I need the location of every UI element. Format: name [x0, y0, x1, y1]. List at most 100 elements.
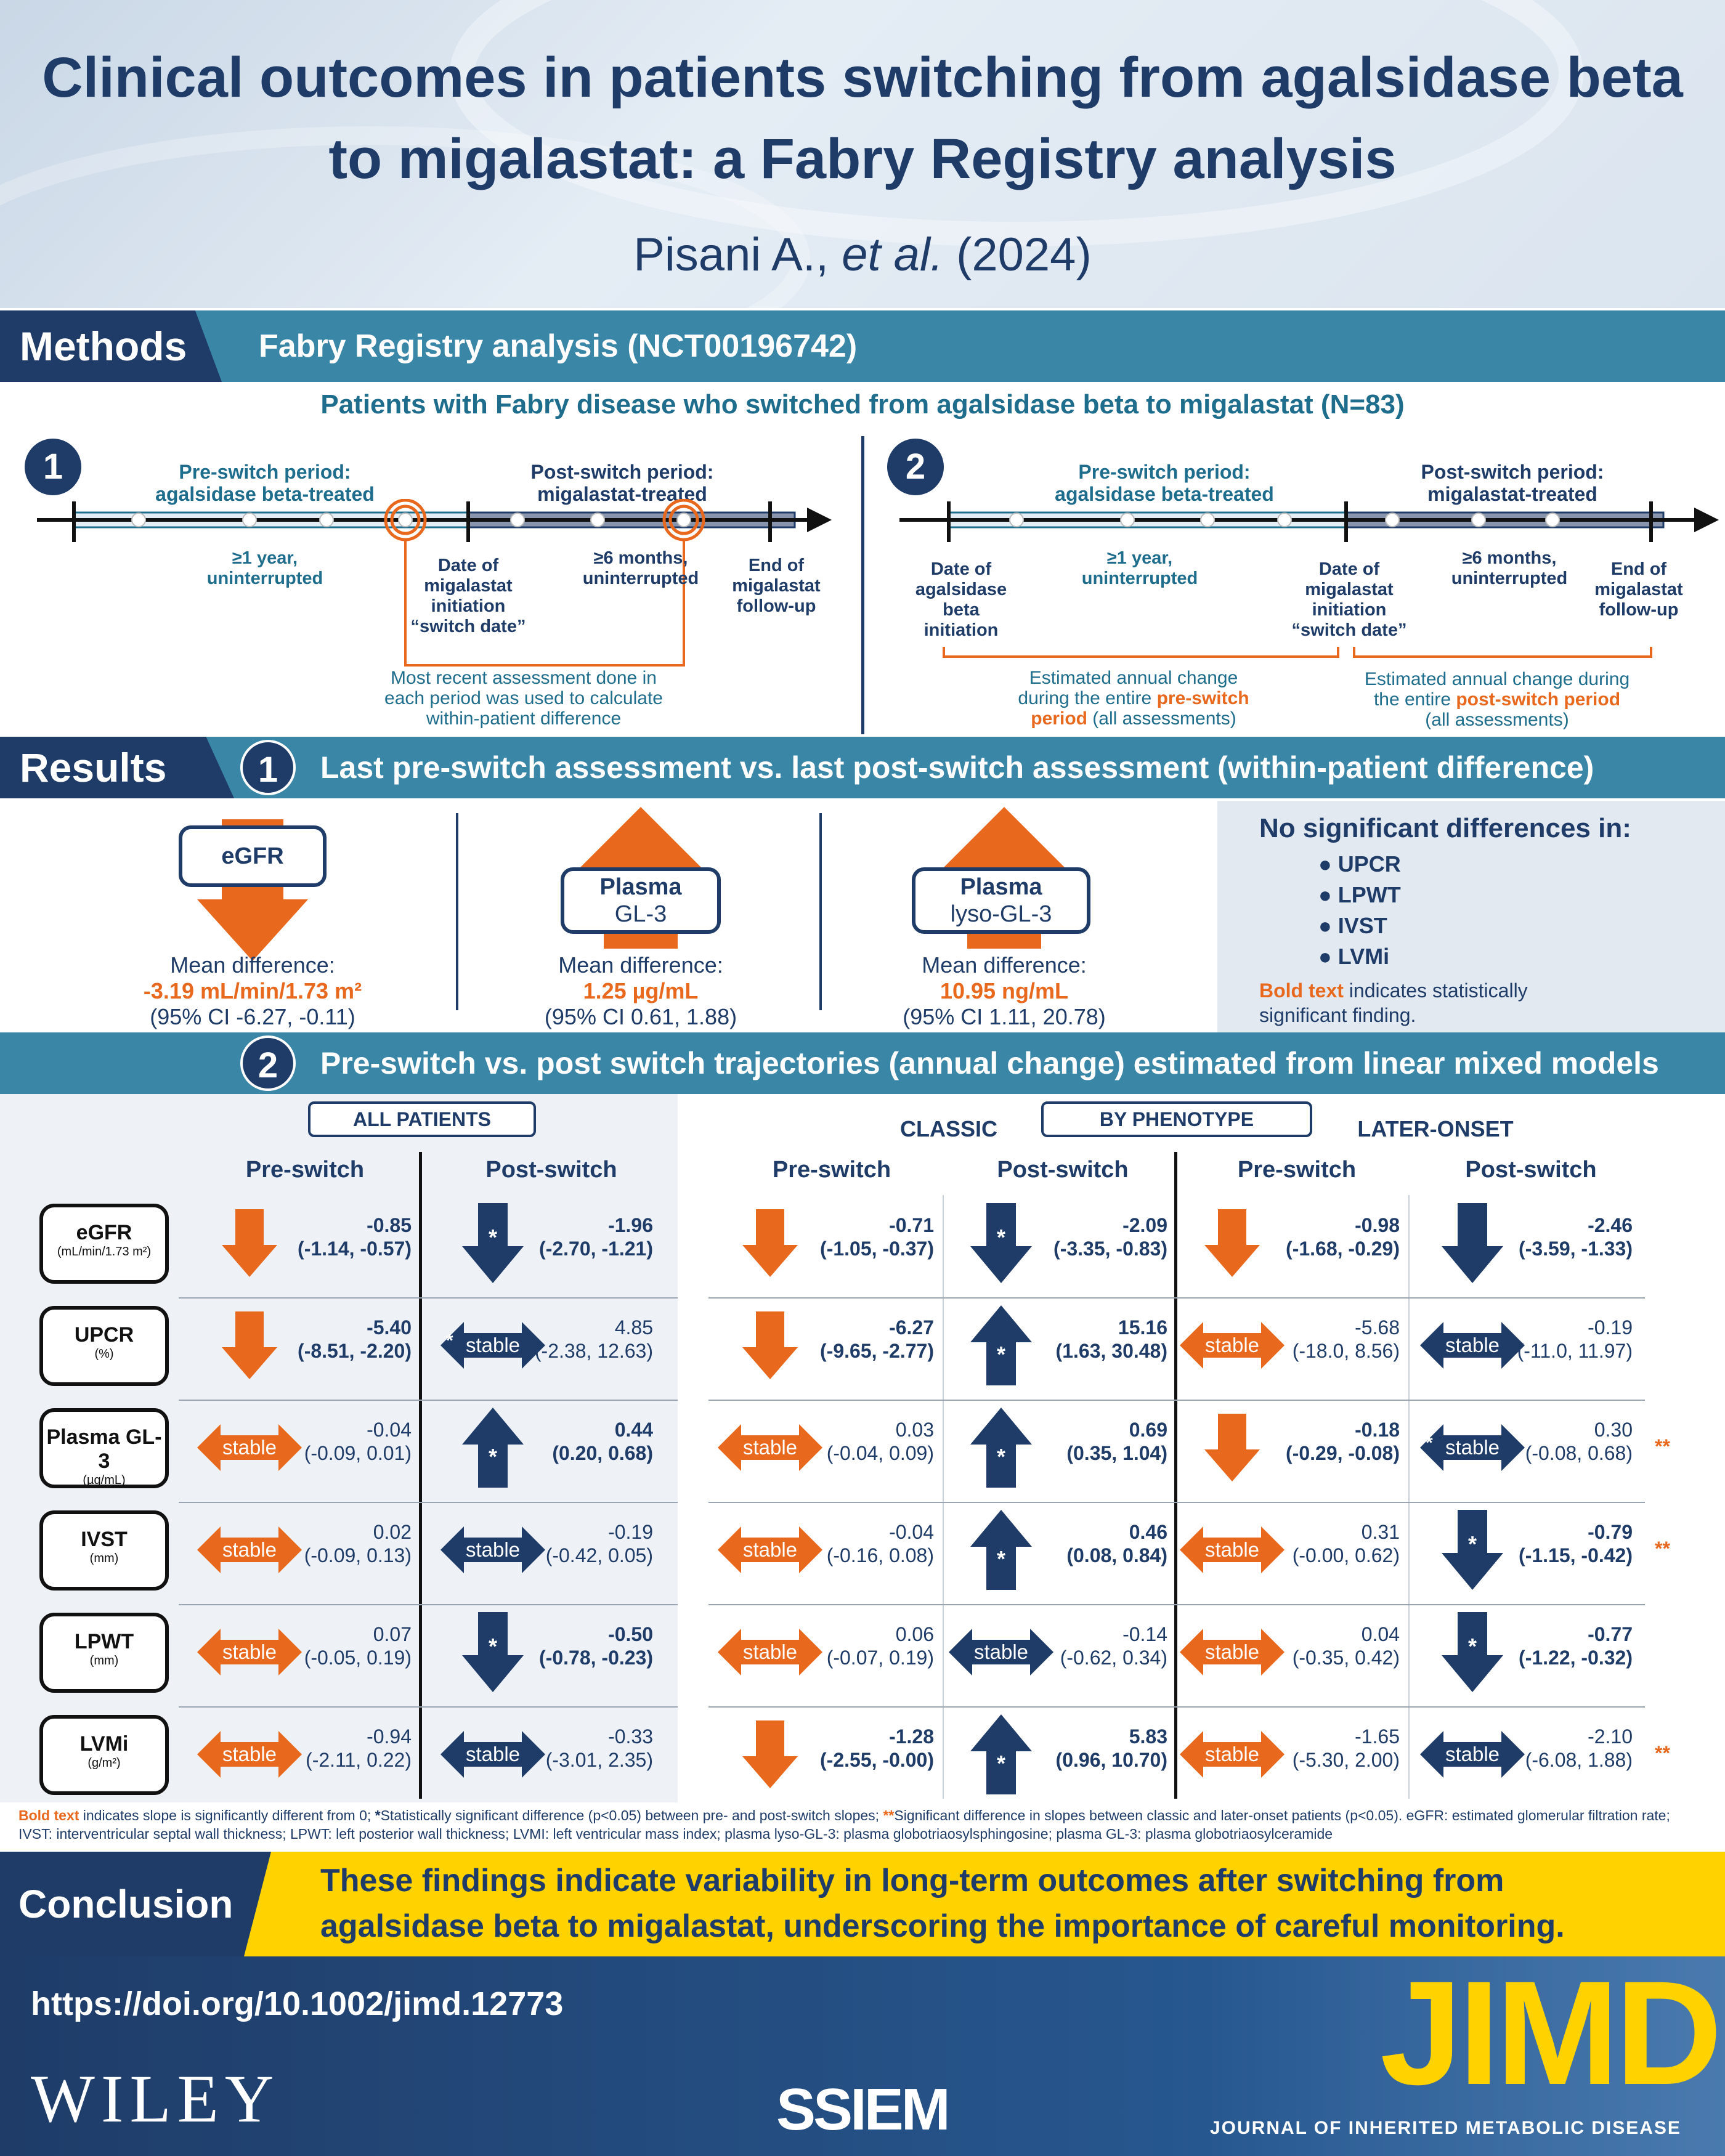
all-pre-post-divider: [419, 1152, 422, 1799]
d1-pre-label: Pre-switch period:agalsidase beta-treate…: [123, 461, 407, 505]
slope-value: -0.98(-1.68, -0.29): [1252, 1214, 1400, 1260]
d2-note1-l2b: pre-switch: [1156, 688, 1249, 708]
d2-ge1-l2: uninterrupted: [1081, 569, 1198, 588]
arrow-shape: [222, 1209, 277, 1277]
gl3-result: Mean difference: 1.25 µg/mL (95% CI 0.61…: [474, 952, 807, 1030]
down-arrow-icon: [1204, 1209, 1260, 1277]
later-onset-label: LATER-ONSET: [1357, 1116, 1514, 1141]
stable-label: stable: [742, 1436, 798, 1459]
slope-ci: (-0.35, 0.42): [1292, 1647, 1400, 1669]
arrow-shape: [1420, 1424, 1525, 1471]
up-arrow-icon: [970, 1408, 1032, 1488]
authors-year: (2024): [943, 229, 1092, 281]
col-head-later-post: Post-switch: [1465, 1157, 1597, 1183]
slope-estimate: 0.30: [1594, 1419, 1633, 1441]
slope-ci: (-1.22, -0.32): [1519, 1647, 1633, 1669]
authors: Pisani A., et al. (2024): [0, 228, 1725, 282]
col-head-later-pre: Pre-switch: [1237, 1157, 1357, 1183]
header-background-graphic: [0, 0, 1583, 308]
slope-ci: (0.96, 10.70): [1055, 1749, 1167, 1771]
slope-estimate: -0.19: [608, 1521, 653, 1543]
slope-estimate: 4.85: [614, 1316, 653, 1339]
stable-arrow-icon: [1180, 1526, 1285, 1573]
stable-arrow-icon: [440, 1526, 545, 1573]
d2-ge1: ≥1 year,uninterrupted: [1041, 548, 1238, 589]
row-separator: [708, 1706, 1645, 1708]
slope-ci: (-8.51, -2.20): [298, 1340, 412, 1362]
conclusion-bar: [0, 1852, 1725, 1956]
row-separator: [708, 1400, 1645, 1401]
slope-estimate: 0.02: [373, 1521, 412, 1543]
egfr-result: Mean difference: -3.19 mL/min/1.73 m² (9…: [86, 952, 419, 1030]
arrow-shape: [197, 1424, 302, 1471]
col-head-all-post: Post-switch: [485, 1157, 617, 1183]
slope-estimate: -2.46: [1588, 1214, 1633, 1236]
slope-estimate: -0.98: [1355, 1214, 1400, 1236]
slope-value: 0.06(-0.07, 0.19): [786, 1623, 934, 1669]
arrow-shape: [949, 1629, 1053, 1676]
slope-value: -0.19(-0.42, 0.05): [505, 1520, 653, 1567]
row-label: LVMi(g/m²): [39, 1715, 169, 1795]
d1-post-label: Post-switch period:migalastat-treated: [481, 461, 764, 505]
footnote-t3: Significant difference in slopes between…: [18, 1807, 1670, 1842]
slope-value: -0.50(-0.78, -0.23): [505, 1623, 653, 1669]
d2-end-l3: follow-up: [1599, 600, 1679, 620]
all-patients-label: ALL PATIENTS: [308, 1101, 536, 1137]
footnote-star: *: [375, 1807, 381, 1823]
slope-ci: (-0.78, -0.23): [539, 1647, 653, 1669]
stable-arrow-icon: [718, 1526, 822, 1573]
slope-ci: (-1.14, -0.57): [298, 1238, 412, 1260]
stable-label: stable: [1445, 1436, 1500, 1459]
stable-label: stable: [1204, 1538, 1260, 1561]
slope-value: 0.46(0.08, 0.84): [1020, 1520, 1167, 1567]
arrow-shape: [1180, 1322, 1285, 1369]
arrow-shape: [1420, 1731, 1525, 1778]
d1-date-l4: “switch date”: [410, 617, 526, 636]
slope-ci: (-1.15, -0.42): [1519, 1544, 1633, 1566]
results-part2-title: Pre-switch vs. post switch trajectories …: [320, 1046, 1659, 1080]
slope-ci: (-0.29, -0.08): [1286, 1442, 1400, 1464]
down-arrow-icon: [970, 1203, 1032, 1283]
stable-arrow-icon: [1420, 1731, 1525, 1778]
arrow-shape: [1442, 1510, 1503, 1590]
methods-bar-text: Fabry Registry analysis (NCT00196742): [259, 328, 858, 364]
arrow-shape: [718, 1629, 822, 1676]
gl3-box-l2: GL-3: [614, 901, 667, 927]
result-divider-2: [819, 813, 822, 1010]
slope-estimate: -0.94: [367, 1725, 412, 1748]
down-arrow-icon: [1442, 1510, 1503, 1590]
conclusion-text: These findings indicate variability in l…: [320, 1858, 1700, 1949]
slope-value: -0.79(-1.15, -0.42): [1485, 1520, 1633, 1567]
stable-arrow-icon: [718, 1629, 822, 1676]
significance-star: *: [996, 1751, 1005, 1776]
col-head-all-pre: Pre-switch: [245, 1157, 365, 1183]
down-arrow-icon: [222, 1209, 277, 1277]
classic-label: CLASSIC: [899, 1116, 997, 1141]
significance-star: *: [996, 1444, 1005, 1469]
d2-note2-l3: (all assessments): [1425, 710, 1569, 730]
up-arrow-icon: [462, 1408, 524, 1488]
row-label-name: UPCR: [74, 1323, 134, 1347]
jimd-panel: [1201, 1956, 1725, 2156]
d2-start-l3: beta: [943, 600, 980, 620]
row-label-unit: (mm): [89, 1654, 119, 1668]
d1-pre-l2: agalsidase beta-treated: [155, 483, 375, 505]
arrow-shape: [462, 1408, 524, 1488]
lyso-gl3-result: Mean difference: 10.95 ng/mL (95% CI 1.1…: [838, 952, 1171, 1030]
ssiem-logo: SSIEM: [776, 2077, 951, 2142]
d2-start-l2: agalsidase: [915, 580, 1007, 599]
slope-estimate: -0.79: [1588, 1521, 1633, 1543]
doi-link[interactable]: https://doi.org/10.1002/jimd.12773: [31, 1985, 564, 2022]
d2-note1-l2a: during the entire: [1018, 688, 1157, 708]
conclusion-l2: agalsidase beta to migalastat, underscor…: [320, 1908, 1565, 1944]
arrow-shape: [440, 1526, 545, 1573]
d2-start-l4: initiation: [923, 620, 999, 640]
d1-note-l2: each period was used to calculate: [384, 688, 663, 708]
d2-pre-l1: Pre-switch period:: [1078, 461, 1251, 483]
egfr-md-ci: (95% CI -6.27, -0.11): [150, 1004, 355, 1029]
significance-star: *: [446, 1331, 453, 1351]
slope-ci: (-0.05, 0.19): [304, 1647, 412, 1669]
stable-arrow-icon: [718, 1424, 822, 1471]
